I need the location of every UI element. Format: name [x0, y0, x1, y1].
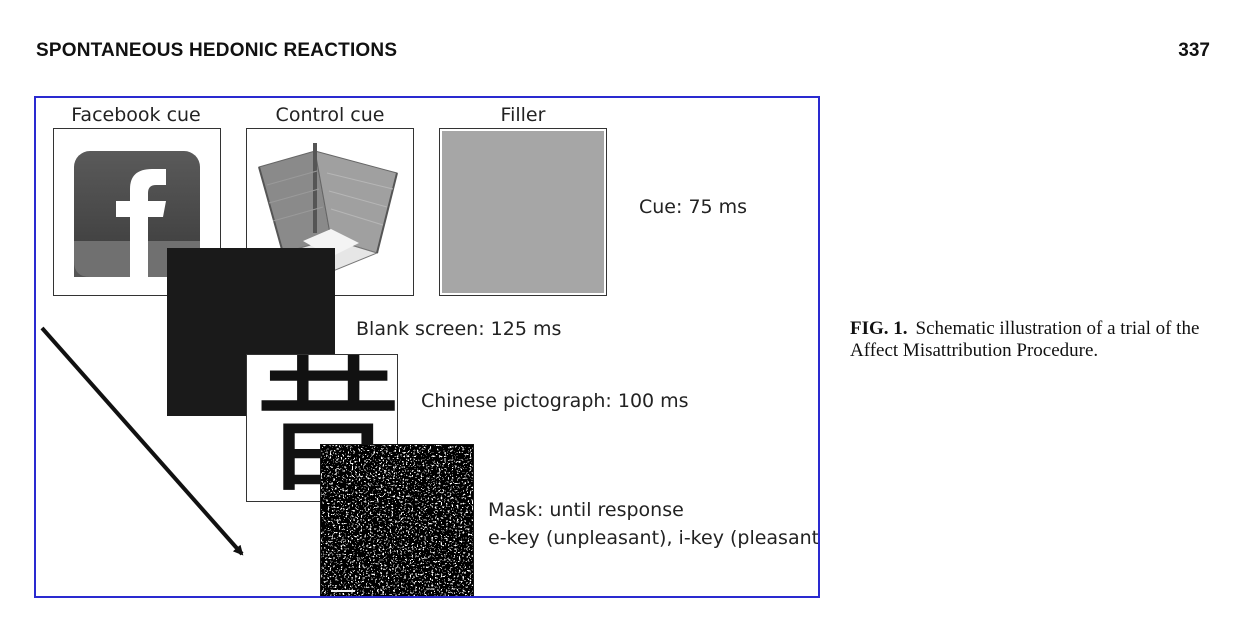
- filler-gray-square: [442, 131, 604, 293]
- page-number: 337: [1178, 40, 1210, 61]
- mask-image: [320, 444, 474, 596]
- mask-duration-text: Mask: until response: [488, 499, 684, 521]
- figure-1: Facebook cue Control cue Filler: [34, 96, 820, 598]
- blank-duration-text: Blank screen: 125 ms: [356, 318, 562, 340]
- facebook-cue-label: Facebook cue: [71, 104, 201, 126]
- time-arrow-icon: [40, 326, 244, 556]
- control-cue-label: Control cue: [275, 104, 385, 126]
- cue-duration-text: Cue: 75 ms: [639, 196, 748, 218]
- mask-key-mapping-text: e-key (unpleasant), i-key (pleasant): [488, 527, 820, 549]
- mask-instructions: Mask: until response e-key (unpleasant),…: [488, 496, 820, 552]
- figure-caption-label: FIG. 1.: [850, 318, 908, 339]
- box-corner-icon: [258, 143, 398, 272]
- filler-label: Filler: [500, 104, 546, 126]
- figure-caption: FIG. 1.Schematic illustration of a trial…: [850, 318, 1220, 362]
- pictograph-duration-text: Chinese pictograph: 100 ms: [421, 390, 689, 412]
- figure-caption-text: Schematic illustration of a trial of the…: [850, 318, 1200, 361]
- noise-mask-pattern: [321, 445, 473, 596]
- filler-frame: [439, 128, 607, 296]
- running-head: SPONTANEOUS HEDONIC REACTIONS: [36, 40, 398, 61]
- control-cue-frame: [246, 128, 414, 296]
